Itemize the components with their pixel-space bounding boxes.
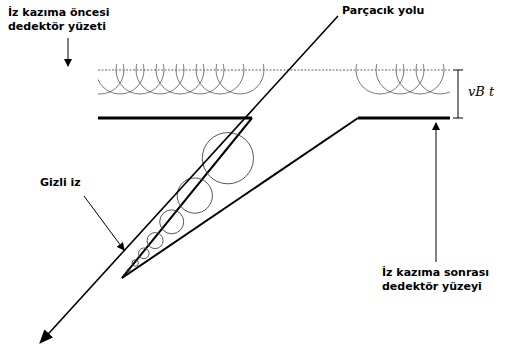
etch-arc — [156, 64, 204, 94]
etch-circle — [147, 233, 163, 249]
etch-arcs — [98, 64, 450, 94]
dimension-tick — [453, 70, 463, 71]
etch-arc — [116, 64, 164, 94]
leader-arrow — [84, 196, 124, 250]
particle-path-label: Parçacık yolu — [342, 4, 424, 18]
surface-label: İz kazıma öncesi dedektör yüzeti — [8, 6, 128, 34]
leader-arrow — [436, 123, 437, 262]
etch-arc — [136, 64, 184, 94]
etch-arc — [196, 64, 244, 94]
latent-track-label: Gizli iz — [40, 176, 81, 190]
etch-circle — [132, 260, 138, 266]
etch-circle — [139, 248, 150, 259]
dimension-tick — [453, 118, 463, 119]
etch-circle — [202, 133, 253, 184]
surface-before — [98, 69, 450, 70]
etch-circle — [127, 269, 130, 272]
surface-after — [358, 117, 450, 120]
etch-arc — [98, 64, 124, 94]
etch-arc — [376, 64, 424, 94]
etch-arc — [216, 64, 264, 94]
etch-arc — [98, 64, 144, 94]
dimension-label: vB t — [468, 84, 494, 100]
etch-arc — [396, 64, 444, 94]
surface-after — [98, 117, 252, 120]
particle-path — [40, 16, 338, 343]
leader-arrow — [68, 38, 69, 66]
etch-arc — [176, 64, 224, 94]
cone-side — [122, 118, 358, 278]
etch-circles — [127, 133, 253, 273]
etch-circle — [177, 178, 212, 213]
etch-arc — [356, 64, 404, 94]
etch-arc — [416, 64, 450, 94]
etch-circle — [160, 210, 184, 234]
surface-label: İz kazıma sonrası dedektör yüzeyi — [382, 266, 512, 294]
dimension-line — [458, 70, 459, 118]
cone-side — [122, 118, 252, 278]
